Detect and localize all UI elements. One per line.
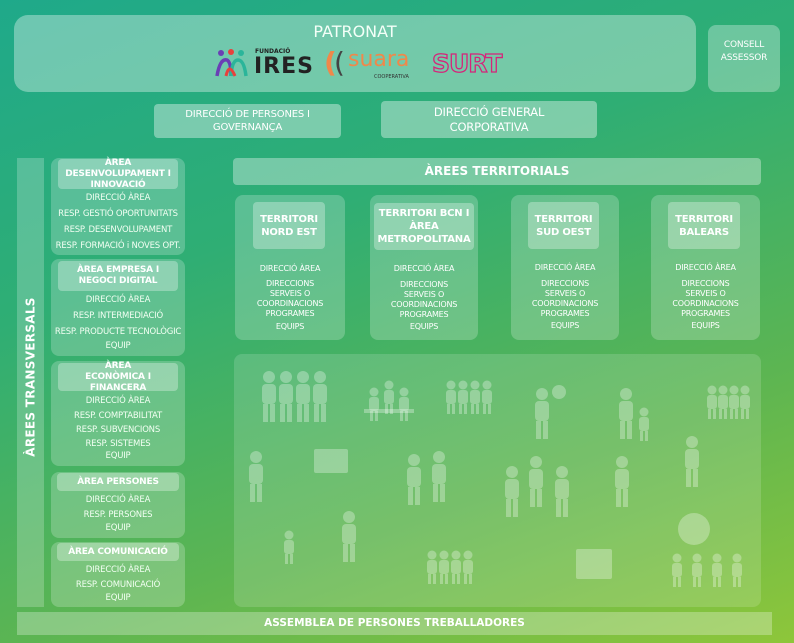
territori-item: DIRECCIÓ ÀREA [675, 263, 736, 272]
area-item: DIRECCIÓ ÀREA [85, 565, 151, 575]
area-title: ÀREA ECONÒMICA I FINANCERA [58, 361, 178, 393]
people-illustration-icon [249, 371, 750, 587]
area-item: RESP. FORMACIÓ i NOVES OPT. [55, 241, 181, 251]
area-title: ÀREA PERSONES [57, 473, 179, 491]
area-item: DIRECCIÓ ÀREA [85, 495, 151, 505]
arees-transversals-title: ÀREES TRANSVERSALS [23, 297, 38, 457]
territori-title: TERRITORI BALEARS [668, 202, 740, 249]
territori-balears: TERRITORI BALEARS DIRECCIÓ ÀREA DIRECCIO… [651, 195, 760, 340]
direccio-general-label: DIRECCIÓ GENERAL CORPORATIVA [433, 105, 545, 134]
consell-assessor-label: CONSELL ASSESSOR [720, 40, 768, 63]
area-item: RESP. GESTIÓ OPORTUNITATS [58, 209, 178, 219]
territori-item: EQUIPS [275, 322, 305, 331]
arees-territorials-title: ÀREES TERRITORIALS [424, 164, 570, 178]
logo-suara: ( ( suara COOPERATIVA [324, 46, 410, 80]
logo-ires: FUNDACIÓ IRES [214, 48, 314, 80]
territori-item: DIRECCIONS SERVEIS O COORDINACIONS PROGR… [531, 279, 599, 318]
area-title: ÀREA EMPRESA I NEGOCI DIGITAL [58, 261, 178, 291]
territori-item: EQUIPS [550, 321, 580, 330]
area-item: DIRECCIÓ ÀREA [85, 295, 151, 305]
area-item: RESP. DESENVOLUPAMENT [63, 225, 173, 235]
area-item: EQUIP [105, 450, 131, 461]
area-comunicacio: ÀREA COMUNICACIÓ DIRECCIÓ ÀREA RESP. COM… [51, 542, 185, 607]
patronat-title: PATRONAT [313, 22, 397, 41]
area-persones: ÀREA PERSONES DIRECCIÓ ÀREA RESP. PERSON… [51, 472, 185, 538]
area-item: RESP. SISTEMES [85, 438, 151, 449]
area-item: DIRECCIÓ ÀREA [85, 193, 151, 203]
area-title: ÀREA DESENVOLUPAMENT I INNOVACIÓ [58, 158, 178, 190]
area-item: EQUIP [105, 341, 131, 351]
patronat-box: PATRONAT FUNDACIÓ IRES ( ( suara COOPERA… [14, 15, 696, 92]
area-item: RESP. PRODUCTE TECNOLÒGIC [54, 327, 182, 337]
territori-item: DIRECCIONS SERVEIS O COORDINACIONS PROGR… [390, 280, 458, 319]
territori-item: DIRECCIONS SERVEIS O COORDINACIONS PROGR… [672, 279, 739, 318]
area-desenvolupament: ÀREA DESENVOLUPAMENT I INNOVACIÓ DIRECCI… [51, 158, 185, 255]
area-item: RESP. SUBVENCIONS [75, 425, 161, 435]
area-item: RESP. COMUNICACIÓ [75, 579, 161, 590]
assemblea-bar: ASSEMBLEA DE PERSONES TREBALLADORES [17, 612, 772, 635]
territori-bcn: TERRITORI BCN I ÀREA METROPOLITANA DIREC… [370, 195, 478, 340]
logo-surt: SURT [431, 48, 503, 78]
territori-title: TERRITORI SUD OEST [528, 202, 599, 249]
area-item: RESP. COMPTABILITAT [74, 410, 162, 421]
territori-item: DIRECCIÓ ÀREA [393, 264, 455, 273]
area-item: EQUIP [105, 523, 131, 533]
consell-assessor-box: CONSELL ASSESSOR [708, 25, 780, 92]
people-illustration-panel [234, 354, 761, 607]
territori-item: EQUIPS [691, 321, 720, 330]
territori-nord-est: TERRITORI NORD EST DIRECCIÓ ÀREA DIRECCI… [235, 195, 345, 340]
territori-title: TERRITORI BCN I ÀREA METROPOLITANA [374, 203, 474, 250]
area-item: RESP. INTERMEDIACIÓ [73, 311, 163, 321]
area-empresa: ÀREA EMPRESA I NEGOCI DIGITAL DIRECCIÓ À… [51, 259, 185, 356]
direccio-persones-box: DIRECCIÓ DE PERSONES I GOVERNANÇA [154, 104, 341, 138]
area-economica: ÀREA ECONÒMICA I FINANCERA DIRECCIÓ ÀREA… [51, 361, 185, 466]
territori-item: DIRECCIONS SERVEIS O COORDINACIONS PROGR… [256, 279, 324, 318]
arees-territorials-header: ÀREES TERRITORIALS [233, 158, 761, 185]
territori-item: EQUIPS [409, 322, 439, 331]
territori-title: TERRITORI NORD EST [253, 202, 325, 249]
assemblea-label: ASSEMBLEA DE PERSONES TREBALLADORES [264, 617, 525, 629]
area-item: EQUIP [105, 593, 131, 603]
territori-item: DIRECCIÓ ÀREA [534, 263, 596, 272]
arees-transversals-bar: ÀREES TRANSVERSALS [17, 158, 44, 607]
ires-logo-icon [215, 49, 248, 77]
area-item: DIRECCIÓ ÀREA [85, 396, 151, 406]
territori-item: DIRECCIÓ ÀREA [259, 264, 321, 273]
territori-sud-oest: TERRITORI SUD OEST DIRECCIÓ ÀREA DIRECCI… [511, 195, 619, 340]
area-title: ÀREA COMUNICACIÓ [57, 543, 179, 561]
area-item: RESP. PERSONES [83, 509, 153, 520]
direccio-general-box: DIRECCIÓ GENERAL CORPORATIVA [381, 101, 597, 138]
direccio-persones-label: DIRECCIÓ DE PERSONES I GOVERNANÇA [185, 109, 310, 133]
